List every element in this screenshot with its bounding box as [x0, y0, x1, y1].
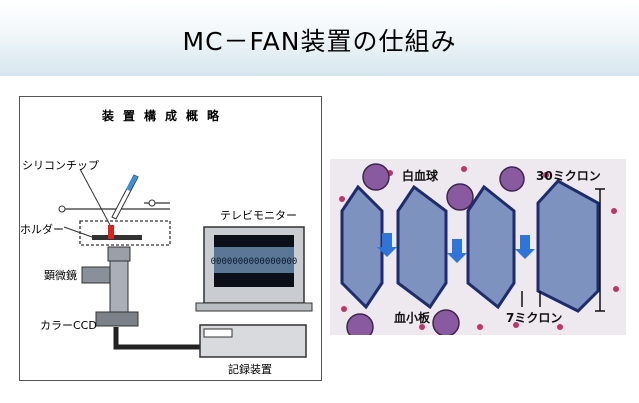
flow-arrows: [377, 233, 535, 263]
svg-text:0000000000000000: 0000000000000000: [211, 257, 298, 267]
label-silicon-chip: シリコンチップ: [22, 159, 99, 172]
label-holder: ホルダー: [20, 223, 64, 236]
microscope: [81, 246, 139, 327]
title-band: [0, 0, 639, 76]
recorder: [199, 324, 307, 358]
holder-pointer: [63, 226, 93, 238]
chip-pointer: [79, 168, 111, 226]
ccd-cable: [113, 327, 200, 350]
silicon-pillars: [340, 179, 600, 313]
label-platelet: 血小板: [394, 311, 431, 325]
diagram-title: 装置構成概略: [102, 109, 229, 123]
label-tv-monitor: テレビモニター: [220, 209, 297, 222]
apparatus-drawing: 0000000000000000: [58, 168, 313, 358]
label-channel-size: 30ミクロン: [536, 169, 601, 183]
label-gap-size: 7ミクロン: [506, 311, 563, 325]
apparatus-diagram: 0000000000000000 装置構成概略 シリコンチップ ホルダー 顕微鏡…: [19, 96, 322, 381]
micrograph: 白血球 30ミクロン 血小板 7ミクロン: [330, 159, 626, 335]
micrograph-image: [330, 159, 626, 335]
page-title: MC－FAN装置の仕組み: [182, 27, 457, 56]
pipette-tip: [126, 175, 138, 191]
tv-monitor: 0000000000000000: [195, 226, 313, 312]
holder-tank: [58, 199, 171, 246]
label-recorder: 記録装置: [228, 363, 272, 376]
label-microscope: 顕微鏡: [44, 269, 77, 282]
silicon-chip-block: [92, 235, 142, 240]
dimension-lines: [521, 188, 605, 312]
label-white-blood-cell: 白血球: [402, 169, 439, 183]
label-color-ccd: カラーCCD: [40, 319, 97, 332]
red-sample: [108, 225, 114, 239]
white-cells: [346, 163, 525, 335]
